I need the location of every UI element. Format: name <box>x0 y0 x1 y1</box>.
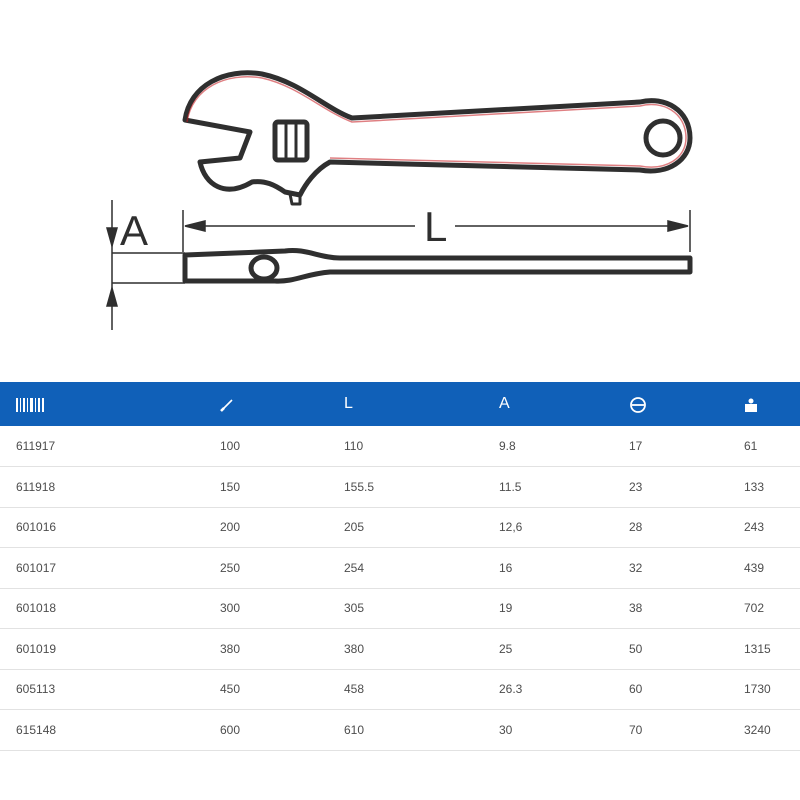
cell-thickness: 30 <box>483 709 613 751</box>
hang-hole <box>643 118 683 158</box>
cell-thickness: 19 <box>483 588 613 629</box>
cell-article: 601017 <box>0 547 204 589</box>
cell-size: 450 <box>204 669 328 710</box>
cell-length: 110 <box>328 426 483 467</box>
header-size <box>204 382 328 426</box>
wrench-side-view <box>182 247 693 284</box>
table-row: 601019 380 380 25 50 1315 <box>0 628 800 670</box>
cell-opening: 28 <box>613 507 728 548</box>
cell-weight: 702 <box>728 588 800 629</box>
weight-icon <box>745 398 757 412</box>
cell-opening: 38 <box>613 588 728 629</box>
cell-size: 100 <box>204 426 328 467</box>
cell-article: 601019 <box>0 628 204 670</box>
cell-weight: 61 <box>728 426 800 467</box>
barcode-icon <box>16 397 44 412</box>
table-row: 611918 150 155.5 11.5 23 133 <box>0 466 800 508</box>
cell-weight: 133 <box>728 466 800 508</box>
cell-size: 200 <box>204 507 328 548</box>
cell-thickness: 26.3 <box>483 669 613 710</box>
cell-size: 600 <box>204 709 328 751</box>
cell-size: 250 <box>204 547 328 589</box>
side-view-hole <box>248 254 280 282</box>
cell-weight: 3240 <box>728 709 800 751</box>
cell-opening: 17 <box>613 426 728 467</box>
cell-opening: 60 <box>613 669 728 710</box>
diagonal-slash-icon <box>220 398 233 412</box>
cell-length: 610 <box>328 709 483 751</box>
table-row: 601016 200 205 12,6 28 243 <box>0 507 800 548</box>
dimension-l-label: L <box>424 203 447 250</box>
cell-thickness: 11.5 <box>483 466 613 508</box>
cell-thickness: 16 <box>483 547 613 589</box>
cell-thickness: 25 <box>483 628 613 670</box>
cell-thickness: 9.8 <box>483 426 613 467</box>
cell-weight: 1730 <box>728 669 800 710</box>
cell-article: 601018 <box>0 588 204 629</box>
adjusting-worm-gear <box>272 119 310 163</box>
header-thickness-label: A <box>499 395 511 412</box>
cell-thickness: 12,6 <box>483 507 613 548</box>
cell-article: 601016 <box>0 507 204 548</box>
header-opening <box>613 382 728 426</box>
cell-article: 611918 <box>0 466 204 508</box>
cell-article: 611917 <box>0 426 204 467</box>
cell-length: 254 <box>328 547 483 589</box>
header-length-label: L <box>344 395 354 412</box>
spec-table: L A 611917 100 110 9.8 17 61 <box>0 382 800 751</box>
cell-size: 150 <box>204 466 328 508</box>
wrench-technical-drawing: A L <box>106 70 693 330</box>
cell-weight: 243 <box>728 507 800 548</box>
cell-weight: 1315 <box>728 628 800 670</box>
cell-article: 615148 <box>0 709 204 751</box>
cell-length: 380 <box>328 628 483 670</box>
table-row: 601017 250 254 16 32 439 <box>0 547 800 589</box>
dimension-l <box>182 210 691 252</box>
cell-size: 380 <box>204 628 328 670</box>
header-article <box>0 382 204 426</box>
cell-opening: 32 <box>613 547 728 589</box>
table-row: 601018 300 305 19 38 702 <box>0 588 800 629</box>
table-row: 611917 100 110 9.8 17 61 <box>0 426 800 467</box>
wrench-top-view <box>182 70 693 206</box>
table-row: 605113 450 458 26.3 60 1730 <box>0 669 800 710</box>
cell-opening: 70 <box>613 709 728 751</box>
header-weight <box>728 382 800 426</box>
header-thickness: A <box>483 382 613 426</box>
cell-length: 155.5 <box>328 466 483 508</box>
cell-size: 300 <box>204 588 328 629</box>
jaw-opening-icon <box>630 396 646 413</box>
cell-opening: 50 <box>613 628 728 670</box>
dimension-a <box>106 200 185 330</box>
cell-length: 305 <box>328 588 483 629</box>
dimension-a-label: A <box>120 207 148 254</box>
table-header-row: L A <box>0 382 800 426</box>
cell-opening: 23 <box>613 466 728 508</box>
cell-article: 605113 <box>0 669 204 710</box>
header-length: L <box>328 382 483 426</box>
cell-length: 458 <box>328 669 483 710</box>
table-row: 615148 600 610 30 70 3240 <box>0 709 800 751</box>
cell-length: 205 <box>328 507 483 548</box>
cell-weight: 439 <box>728 547 800 589</box>
